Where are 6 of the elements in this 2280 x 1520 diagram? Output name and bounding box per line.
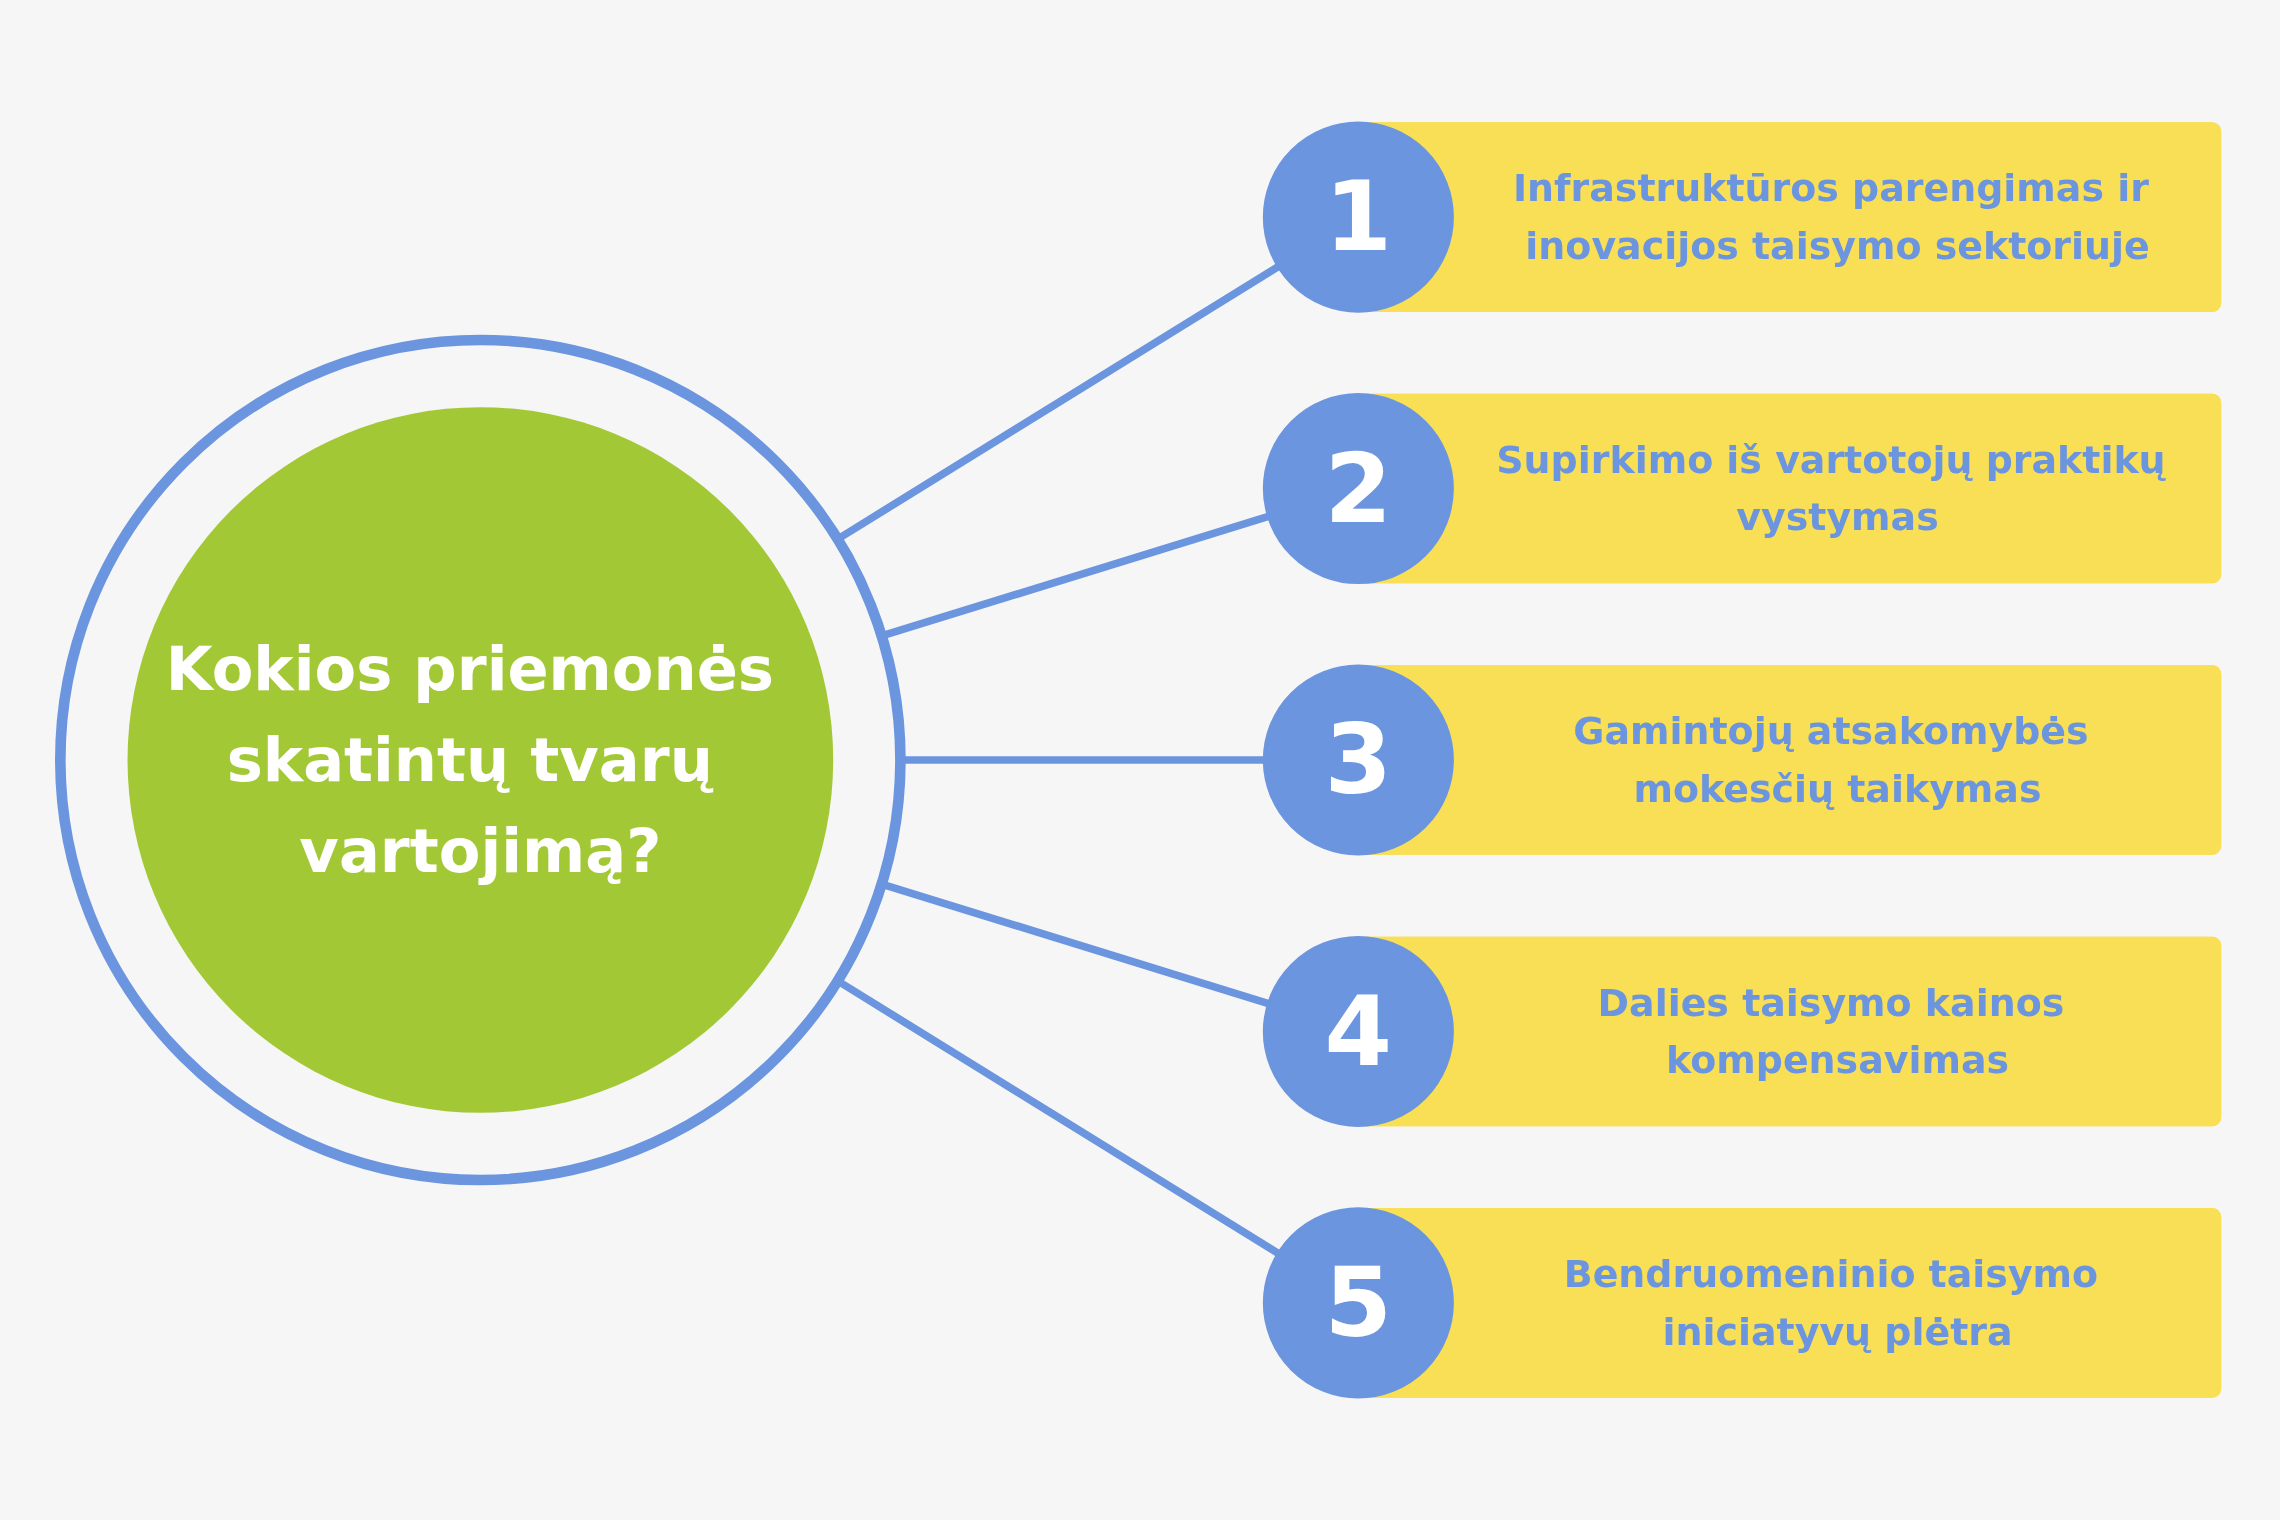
node-circle: 3 <box>1262 664 1454 856</box>
node-circle: Kokios priemonės skatintų tvarų vartojimą? <box>55 334 906 1186</box>
node-circle: 2 <box>1262 393 1454 585</box>
node-circle: 1 <box>1262 121 1454 313</box>
node-circle: 5 <box>1262 1207 1454 1399</box>
node-circle: 4 <box>1262 935 1454 1127</box>
